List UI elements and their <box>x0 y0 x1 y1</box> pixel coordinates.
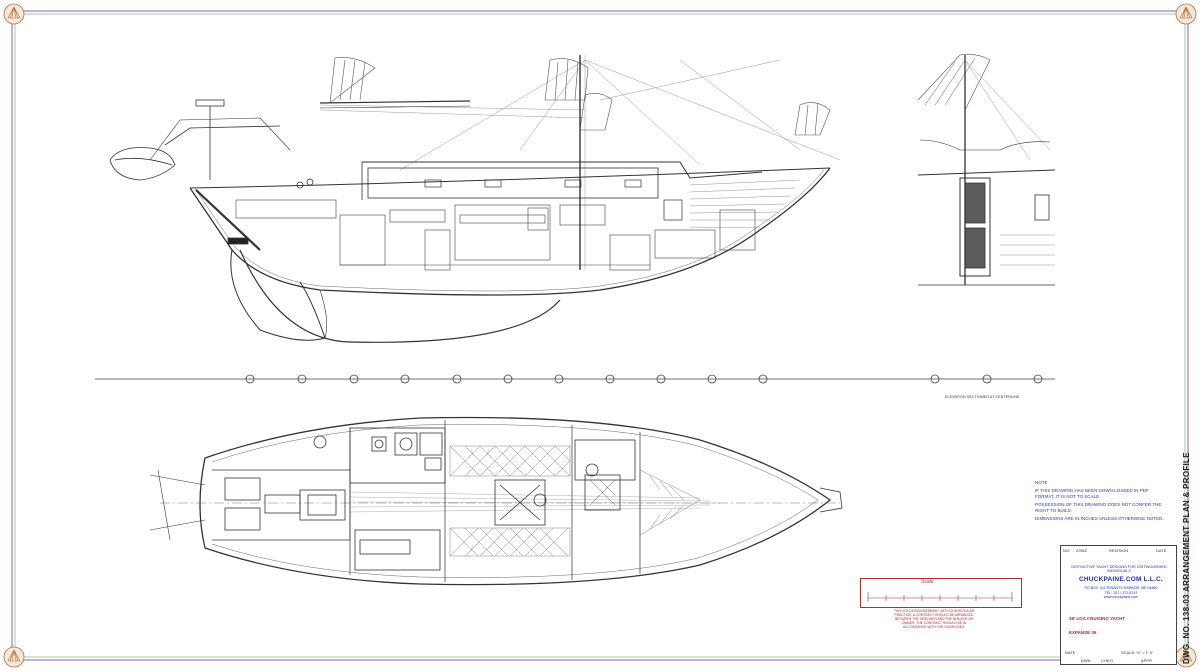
drawing-title: DWG. NO. 138-03 ARRANGEMENT PLAN & PROFI… <box>1182 452 1191 664</box>
drawing-notes: NOTE IF THIS DRAWING HAS BEEN DOWN-LOADE… <box>1035 480 1165 524</box>
station-markers <box>245 374 1043 384</box>
portlights <box>424 179 683 221</box>
note-line: POSSESSION OF THIS DRAWING DOES NOT CONF… <box>1035 502 1162 513</box>
shell-icon-top-left <box>3 3 25 25</box>
company-tagline: DISTINCTIVE YACHT DESIGNS FOR DISTINGUIS… <box>1071 565 1167 573</box>
scale-bar: Scale <box>860 578 1022 608</box>
furled-sails <box>329 57 831 136</box>
corner-ornaments <box>3 3 1197 668</box>
elevation-label: ELEVATION SECTIONED AT CENTERLINE <box>945 395 1020 399</box>
rev-header-zone: ZONE <box>1076 548 1088 553</box>
rev-header-revision: REVISION <box>1109 548 1129 553</box>
client-name: EXPANSE 39 <box>1069 630 1097 635</box>
section-view <box>917 53 1056 286</box>
note-line: DIMENSIONS ARE IN INCHES UNLESS OTHERWIS… <box>1035 516 1164 521</box>
profile-view <box>109 55 841 343</box>
date-cell: DATE <box>1065 650 1076 655</box>
notes-heading: NOTE <box>1035 480 1048 485</box>
scale-title: Scale <box>921 579 934 585</box>
shell-icon-top-right <box>1175 3 1197 25</box>
station-line <box>95 374 1055 384</box>
keel <box>239 249 561 343</box>
company-name: CHUCKPAINE.COM L.L.C. <box>1079 576 1163 583</box>
settee-hatch <box>449 445 571 557</box>
shell-icon-bottom-left <box>3 646 25 668</box>
phone-line: TEL: 207 / 372-6747 <box>1104 590 1138 595</box>
company-address: PO BOX 114 TENANTS HARBOR, ME 04860 TEL:… <box>1071 586 1171 600</box>
project-title: 39' LOA CRUISING YACHT <box>1069 616 1126 621</box>
hull-plan <box>199 416 832 586</box>
title-block: NO. ZONE REVISION DATE DISTINCTIVE YACHT… <box>1060 545 1177 665</box>
address-line: PO BOX 114 TENANTS HARBOR, ME 04860 <box>1084 586 1158 590</box>
web-line: www.chuckpaine.com <box>1103 595 1139 600</box>
design-disclaimer: THIS IS A DESIGN DRAWING. WITH OUR REGUL… <box>894 609 974 630</box>
sheet-border <box>11 10 1189 661</box>
rudder <box>230 249 326 341</box>
appr-cell: APPR <box>1141 658 1152 663</box>
note-line: IF THIS DRAWING HAS BEEN DOWN-LOADED IN … <box>1035 488 1149 499</box>
dwn-cell: DWN <box>1081 658 1091 663</box>
hull-profile <box>189 167 831 296</box>
scale-cell: SCALE: ½" = 1' 0" <box>1121 650 1154 655</box>
rev-header-date: DATE <box>1156 548 1167 553</box>
plan-view <box>149 416 843 586</box>
scale-bar-graphic <box>867 592 1013 602</box>
interior-profile <box>235 199 756 271</box>
shell-icon-bottom-right <box>1175 646 1197 668</box>
chkd-cell: CHK'D <box>1101 658 1114 663</box>
rigging-lines <box>319 55 841 270</box>
rev-header-no: NO. <box>1063 548 1071 553</box>
